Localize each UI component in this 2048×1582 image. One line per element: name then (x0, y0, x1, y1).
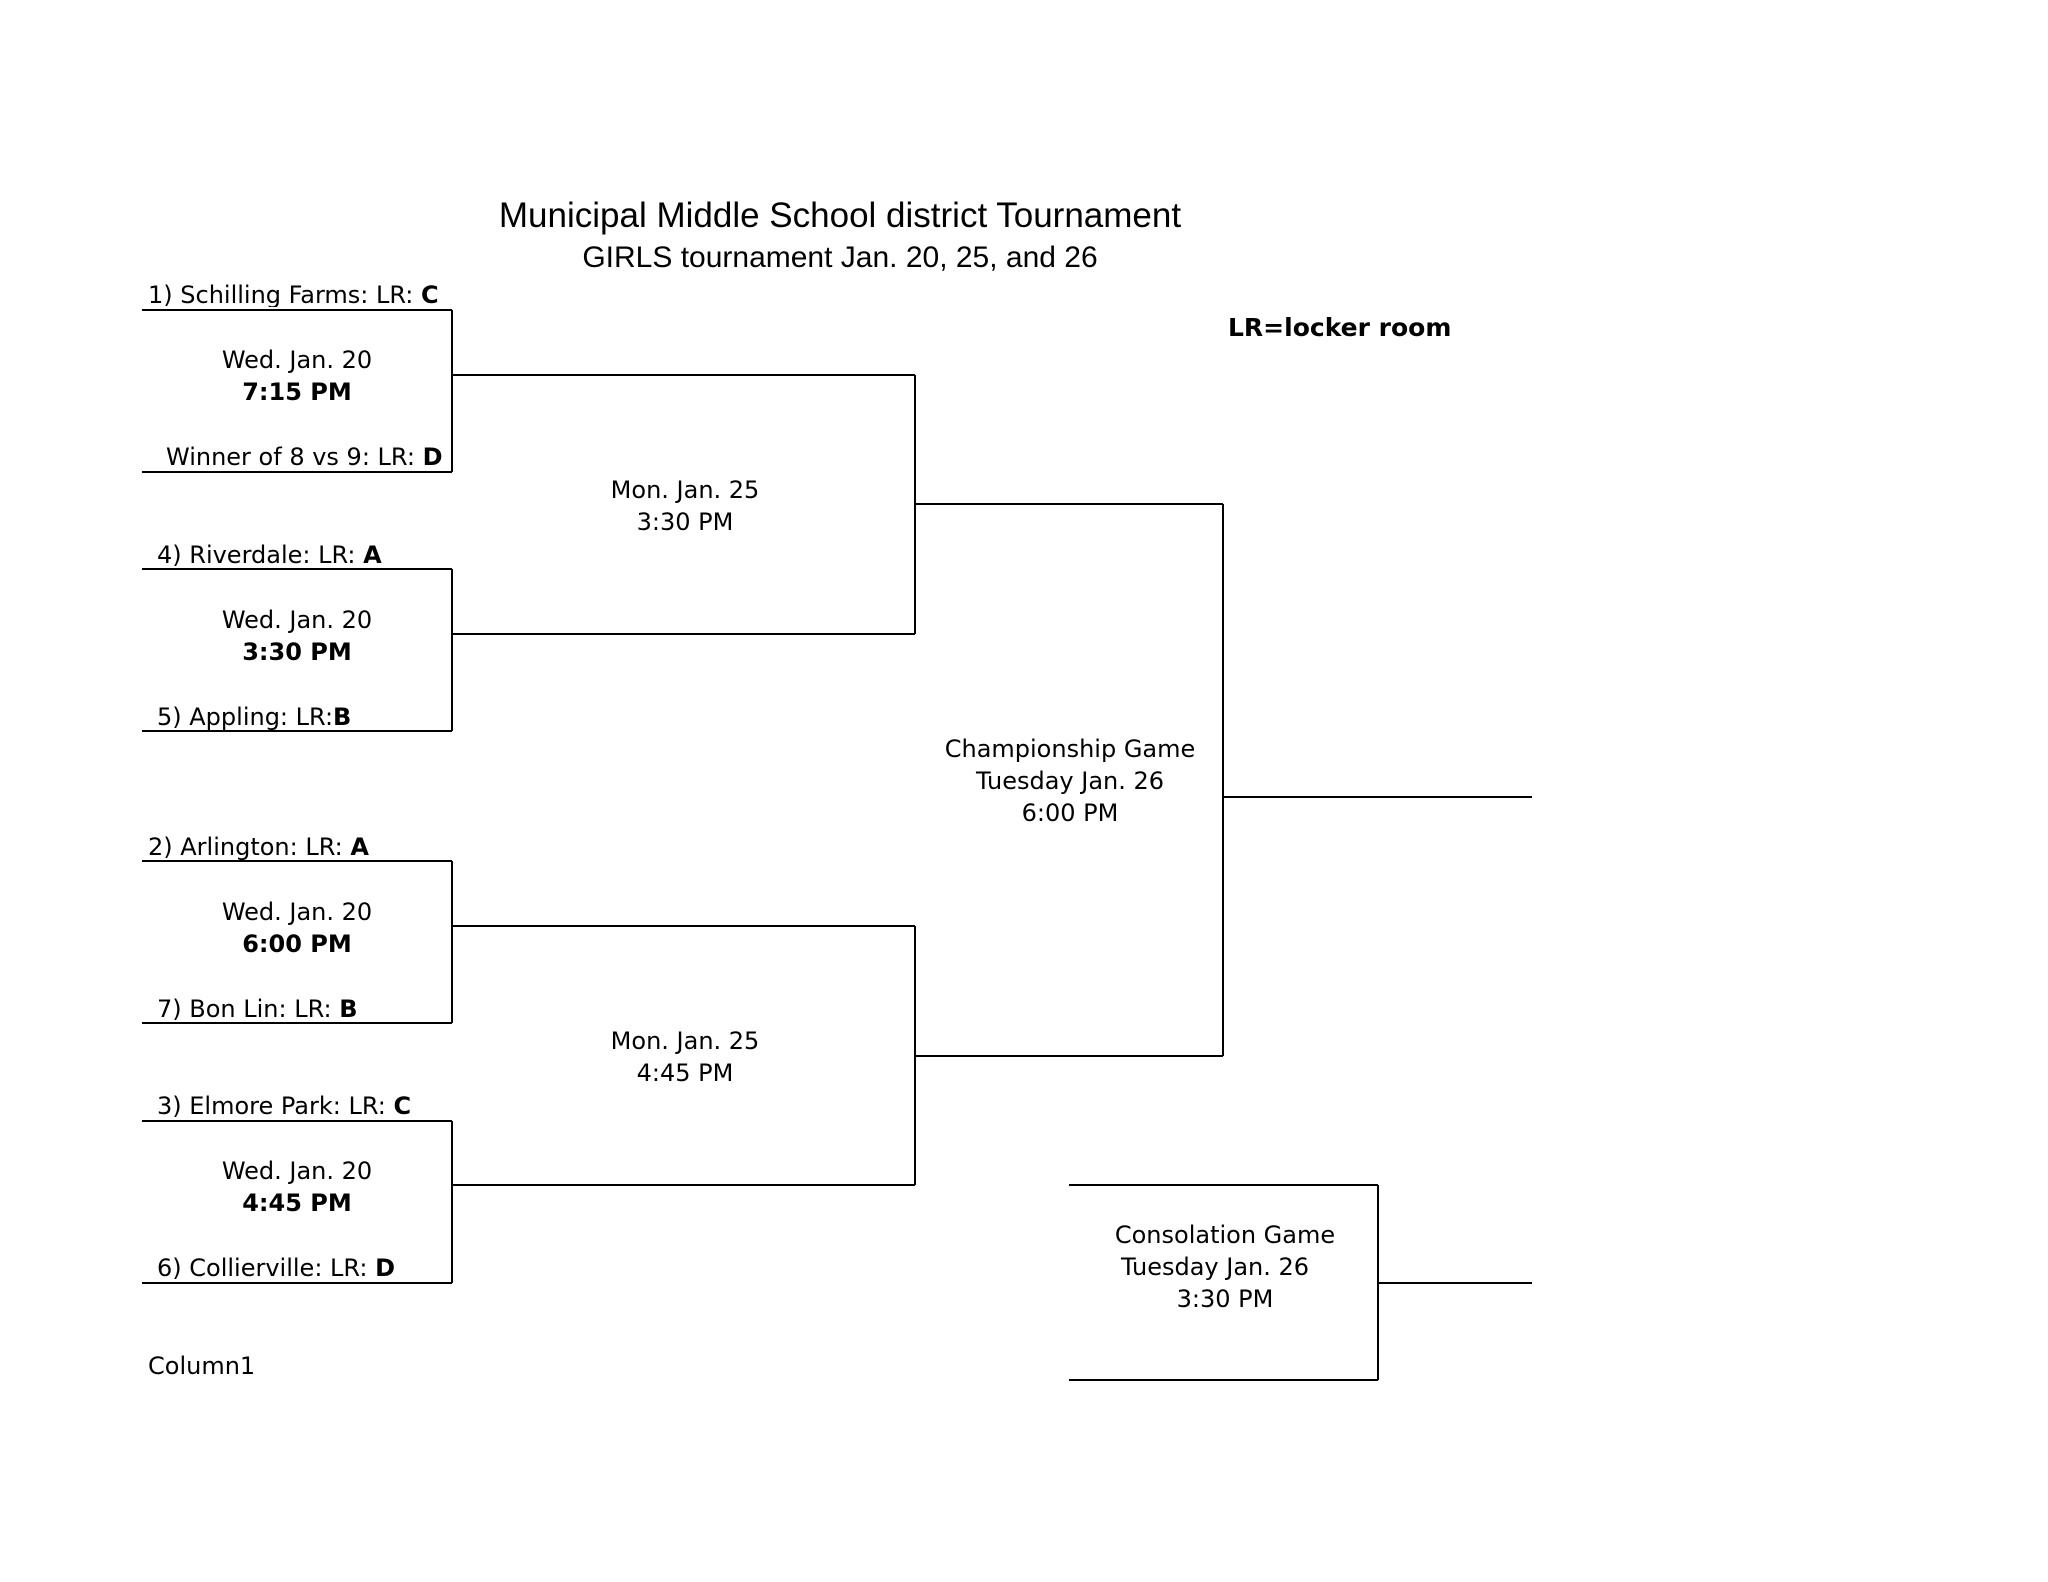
team-label: 5) Appling: LR: (157, 703, 334, 731)
locker-room: D (422, 445, 443, 469)
consolation-time: 3:30 PM (1176, 1285, 1274, 1313)
championship-date: Tuesday Jan. 26 (975, 767, 1165, 795)
locker-room: D (375, 1254, 395, 1282)
team-label: 1) Schilling Farms: LR: (148, 283, 422, 307)
game4-top-team: 3) Elmore Park: LR: C (157, 1094, 411, 1118)
semi2-time: 4:45 PM (636, 1059, 734, 1087)
game3-date: Wed. Jan. 20 (221, 898, 373, 926)
tournament-title: Municipal Middle School district Tournam… (498, 196, 1182, 235)
game1-date: Wed. Jan. 20 (221, 346, 373, 374)
team-label: 6) Collierville: LR: (157, 1254, 376, 1282)
game4-bottom-team: 6) Collierville: LR: D (157, 1256, 395, 1280)
game4-date: Wed. Jan. 20 (221, 1157, 373, 1185)
team-label: 2) Arlington: LR: (148, 833, 351, 861)
game1-top-team: 1) Schilling Farms: LR: C (148, 283, 450, 307)
locker-room-legend: LR=locker room (1228, 313, 1452, 342)
championship-time: 6:00 PM (1021, 799, 1119, 827)
locker-room: B (333, 703, 352, 731)
game3-bottom-team: 7) Bon Lin: LR: B (157, 997, 358, 1021)
game3-time: 6:00 PM (242, 930, 352, 958)
team-label: Winner of 8 vs 9: LR: (166, 445, 423, 469)
locker-room: A (350, 833, 369, 861)
locker-room: C (393, 1092, 412, 1120)
team-label: 4) Riverdale: LR: (157, 541, 364, 569)
locker-room: C (421, 283, 439, 307)
game2-time: 3:30 PM (242, 638, 352, 666)
championship-name: Championship Game (944, 735, 1196, 763)
game1-bottom-team: Winner of 8 vs 9: LR: D (166, 445, 451, 469)
locker-room: A (363, 541, 382, 569)
team-label: 3) Elmore Park: LR: (157, 1092, 394, 1120)
consolation-name: Consolation Game (1114, 1221, 1336, 1249)
semi2-date: Mon. Jan. 25 (610, 1027, 760, 1055)
tournament-subtitle: GIRLS tournament Jan. 20, 25, and 26 (582, 241, 1098, 274)
locker-room: B (339, 995, 358, 1023)
game2-date: Wed. Jan. 20 (221, 606, 373, 634)
semi1-date: Mon. Jan. 25 (610, 476, 760, 504)
consolation-date: Tuesday Jan. 26 (1120, 1253, 1310, 1281)
game4-time: 4:45 PM (242, 1189, 352, 1217)
game2-bottom-team: 5) Appling: LR:B (157, 705, 351, 729)
game2-top-team: 4) Riverdale: LR: A (157, 543, 382, 567)
column-label: Column1 (148, 1352, 256, 1380)
game1-time: 7:15 PM (242, 378, 352, 406)
semi1-time: 3:30 PM (636, 508, 734, 536)
game3-top-team: 2) Arlington: LR: A (148, 835, 369, 859)
team-label: 7) Bon Lin: LR: (157, 995, 340, 1023)
